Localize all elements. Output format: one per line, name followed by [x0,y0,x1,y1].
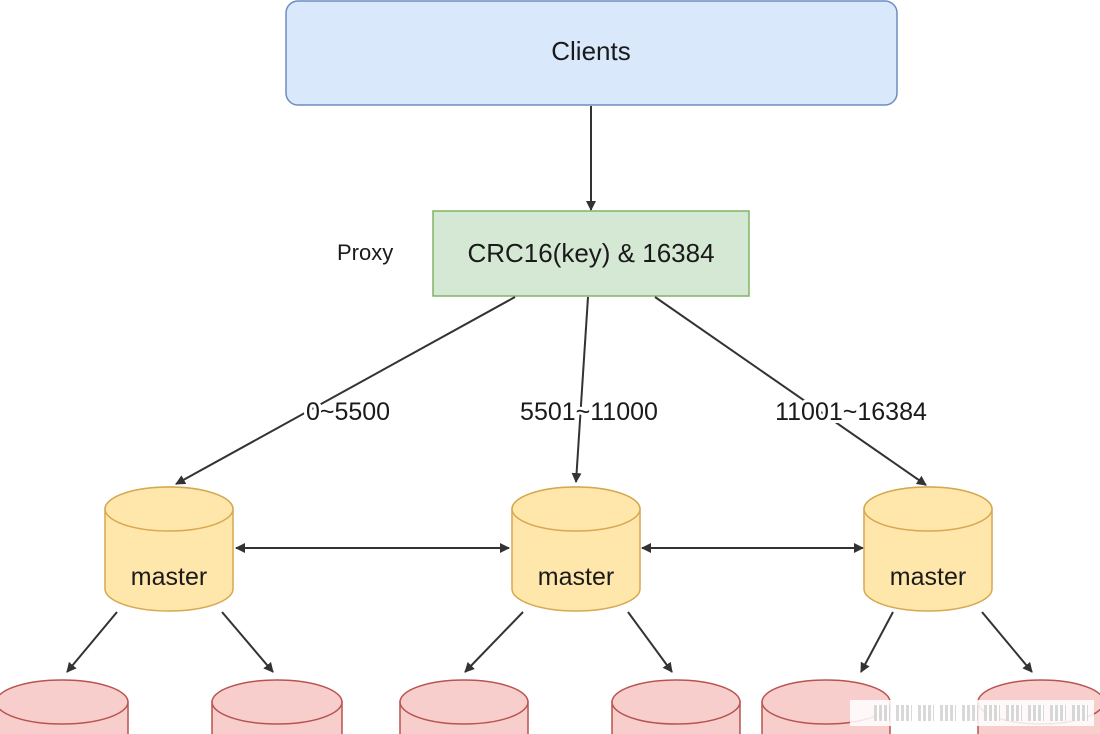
master-1-to-slave-2-arrow [221,611,274,673]
proxy-node: CRC16(key) & 16384 [432,210,750,297]
master-2-to-slave-4-arrow [627,611,673,673]
range-label-2: 5501~11000 [520,398,658,426]
slave-node-2 [211,679,343,734]
master-label-1: master [131,563,207,591]
slave-node-4 [611,679,741,734]
watermark-glyph [874,705,890,721]
range-label-3: 11001~16384 [775,398,927,426]
master-node-3: master [863,486,993,612]
proxy-to-master-3-arrow [654,296,927,486]
slave-node-3 [399,679,529,734]
slave-node-1 [0,679,129,734]
watermark-glyph [940,705,956,721]
watermark-glyph [1006,705,1022,721]
watermark-glyph [962,705,978,721]
master-label-2: master [538,563,614,591]
watermark-glyph [918,705,934,721]
watermark-glyph [1028,705,1044,721]
master-node-1: master [104,486,234,612]
watermark-glyph [1072,705,1088,721]
master-label-3: master [890,563,966,591]
proxy-formula-label: CRC16(key) & 16384 [467,238,714,268]
master-node-2: master [511,486,641,612]
watermark-glyph [896,705,912,721]
master-3-to-slave-6-arrow [981,611,1033,673]
watermark-overlay [850,700,1094,726]
range-label-1: 0~5500 [306,398,390,426]
master-3-to-slave-5-arrow [860,611,894,673]
clients-label: Clients [551,36,630,66]
proxy-to-master-2-arrow [571,296,589,483]
clients-node: Clients [285,0,898,106]
proxy-side-label: Proxy [337,240,393,265]
watermark-glyph [1050,705,1066,721]
master-2-to-slave-3-arrow [464,611,524,673]
proxy-to-master-1-arrow [175,296,516,485]
watermark-glyph [984,705,1000,721]
master-1-to-slave-1-arrow [66,611,118,673]
